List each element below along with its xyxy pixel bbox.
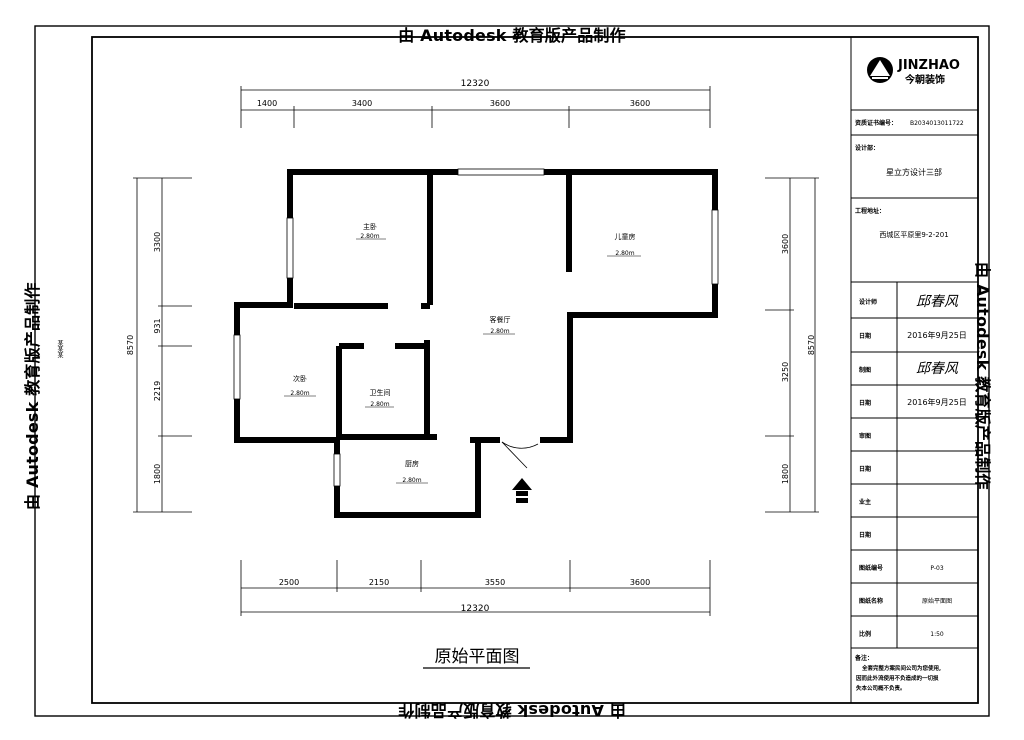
- left-dim-1: 3300: [153, 232, 162, 252]
- room-area-kids: 2.80m: [615, 250, 634, 257]
- cert-value: B2034013011722: [910, 120, 964, 127]
- floor-plan-walls: [234, 169, 718, 518]
- entry-door: [501, 441, 539, 469]
- row-label-date-1: 日期: [859, 332, 871, 340]
- room-name-bath: 卫生间: [370, 388, 391, 397]
- drawing-title: 原始平面图: [435, 647, 520, 667]
- project-address-label: 工程地址：: [855, 207, 885, 215]
- room-name-master: 主卧: [363, 222, 377, 231]
- bottom-dimension: [240, 560, 711, 616]
- row-label-scale: 比例: [859, 630, 871, 638]
- notes-label: 备注：: [854, 654, 873, 662]
- title-block-frame: [850, 36, 979, 704]
- room-name-kitchen: 厨房: [405, 459, 419, 468]
- room-area-master: 2.80m: [360, 233, 379, 240]
- outer-frame: [34, 25, 990, 717]
- inner-frame: [91, 36, 979, 704]
- top-dimension: [240, 86, 711, 128]
- right-dimension: [765, 177, 819, 513]
- bottom-dim-1: 2500: [279, 578, 299, 587]
- jinzhao-logo-icon: [867, 57, 893, 83]
- row-label-owner: 业主: [859, 498, 871, 506]
- room-name-living: 客餐厅: [490, 315, 511, 324]
- row-label-drawing-name: 图纸名称: [859, 597, 883, 605]
- row-label-date-3: 日期: [859, 465, 871, 473]
- row-value-date-1: 2016年9月25日: [907, 330, 967, 340]
- entry-arrow-icon: [512, 478, 532, 503]
- row-label-drawing-no: 图纸编号: [859, 564, 883, 572]
- row-value-drawing-name: 原始平面图: [922, 597, 952, 605]
- left-dim-4: 1800: [153, 464, 162, 484]
- right-dim-2: 3250: [781, 362, 790, 382]
- right-dim-3: 1800: [781, 464, 790, 484]
- row-label-date-4: 日期: [859, 531, 871, 539]
- notes-line-3: 失本公司概不负责。: [856, 684, 906, 692]
- logo-text: JINZHAO: [897, 58, 960, 73]
- row-label-designer: 设计师: [859, 298, 877, 306]
- notes-line-2: 因而此外流使用不负造成的一切损: [856, 674, 939, 682]
- left-dim-2: 931: [153, 318, 162, 333]
- designer-dept-label: 设计部：: [855, 144, 879, 152]
- room-area-second: 2.80m: [290, 390, 309, 397]
- bottom-dim-2: 2150: [369, 578, 389, 587]
- bottom-dim-4: 3600: [630, 578, 650, 587]
- right-dim-1: 3600: [781, 234, 790, 254]
- bottom-dim-3: 3550: [485, 578, 505, 587]
- top-dim-4: 3600: [630, 99, 650, 108]
- row-value-designer-signature: 邱春风: [916, 294, 959, 310]
- row-value-drawing-no: P-03: [930, 565, 943, 572]
- room-name-second: 次卧: [293, 374, 307, 383]
- window-openings: [233, 168, 719, 487]
- top-dim-1: 1400: [257, 99, 277, 108]
- room-area-bath: 2.80m: [370, 401, 389, 408]
- project-address-value: 西城区平原里9-2-201: [879, 231, 948, 239]
- left-dim-3: 2219: [153, 381, 162, 401]
- watermark-top: 由 Autodesk 教育版产品制作: [398, 26, 626, 45]
- top-total-dim: 12320: [461, 79, 490, 89]
- side-note: 某某某: [56, 340, 63, 358]
- row-value-date-2: 2016年9月25日: [907, 397, 967, 407]
- title-block-rows: 设计师 邱春风 日期 2016年9月25日 制图 邱春风 日期 2016年9月2…: [859, 294, 967, 638]
- row-value-drafter-signature: 邱春风: [916, 361, 959, 377]
- cert-label: 资质证书编号：: [855, 119, 897, 127]
- room-name-kids: 儿童房: [615, 232, 636, 241]
- bottom-total-dim: 12320: [461, 604, 490, 614]
- room-area-kitchen: 2.80m: [402, 477, 421, 484]
- right-total-dim: 8570: [807, 335, 816, 355]
- room-area-living: 2.80m: [490, 328, 509, 335]
- row-label-drafter: 制图: [859, 366, 871, 374]
- top-dim-2: 3400: [352, 99, 372, 108]
- logo-subtext: 今朝装饰: [904, 73, 945, 86]
- row-label-reviewer: 审图: [859, 432, 871, 440]
- left-dimension: [133, 177, 192, 513]
- top-dim-3: 3600: [490, 99, 510, 108]
- row-value-scale: 1:50: [930, 631, 944, 638]
- notes-line-1: 全套完整方案民间公司为您使用,: [861, 664, 941, 672]
- designer-dept-value: 星立方设计三部: [886, 167, 942, 177]
- row-label-date-2: 日期: [859, 399, 871, 407]
- left-total-dim: 8570: [126, 335, 135, 355]
